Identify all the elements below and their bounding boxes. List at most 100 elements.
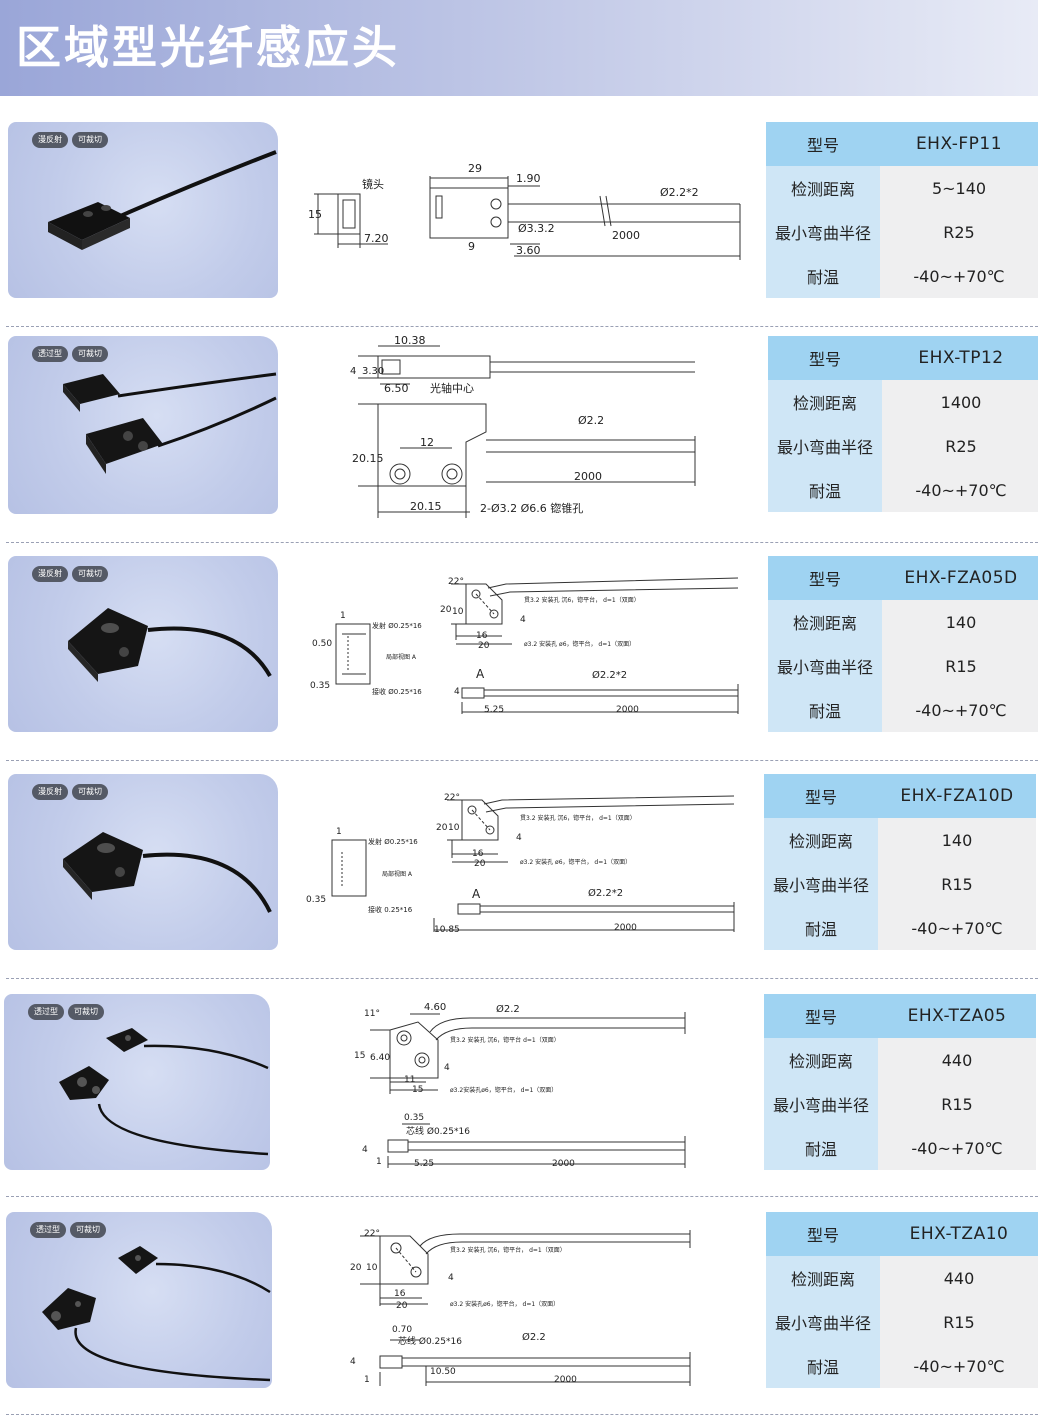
product-photo: 透过型 可裁切 <box>6 1212 272 1388</box>
dim-5-25: 5.25 <box>414 1159 434 1169</box>
spec-model: EHX-FP11 <box>880 122 1038 166</box>
dim-phi-2-2: Ø2.2*2 <box>592 669 627 681</box>
spec-distance: 140 <box>882 600 1038 644</box>
drawing-svg: 29 1.90 15 镜头 7.20 9 3.60 Ø3.3.2 Ø2.2*2 … <box>308 162 741 260</box>
sensor-illustration <box>42 1246 271 1382</box>
dim-10: 10 <box>366 1263 378 1273</box>
spec-distance: 140 <box>878 818 1036 862</box>
tag-group: 透过型 可裁切 <box>30 1222 106 1238</box>
dimension-drawing: 22° 20 10 16 20 4 贯3.2 安装孔 沉6，锪平台， d=1（双… <box>306 564 742 734</box>
dim-20: 20 <box>440 605 452 615</box>
spec-key-temp: 耐温 <box>768 468 882 512</box>
spec-key-model: 型号 <box>766 122 880 166</box>
dim-angle: 22° <box>364 1229 380 1239</box>
product-row-2: 透过型 可裁切 1 <box>0 334 1038 518</box>
spec-key-distance: 检测距离 <box>764 1038 878 1082</box>
spec-bend: R15 <box>878 862 1036 906</box>
spec-key-temp: 耐温 <box>766 254 880 298</box>
tag-group: 漫反射 可裁切 <box>32 132 108 148</box>
dim-15: 15 <box>308 208 322 221</box>
dimension-drawing: 22° 20 10 16 20 4 贯3.2 安装孔 沉6，锪平台， d=1（双… <box>340 1216 696 1396</box>
dim-20b: 20 <box>396 1301 408 1311</box>
label-view: 局部视图 A <box>382 870 413 878</box>
drawing-svg: 22° 20 10 16 20 4 贯3.2 安装孔 沉6，锪平台， d=1（双… <box>306 793 735 935</box>
product-photo: 透过型 可裁切 <box>8 336 278 514</box>
dim-6-50: 6.50 <box>384 382 409 395</box>
dim-29: 29 <box>468 162 482 175</box>
sensor-illustration <box>68 608 272 682</box>
spec-temp: -40~+70℃ <box>878 906 1036 950</box>
spec-key-temp: 耐温 <box>766 1344 880 1388</box>
label-lens: 镜头 <box>362 177 384 191</box>
spec-model: EHX-TP12 <box>882 336 1038 380</box>
dim-2000: 2000 <box>554 1375 577 1385</box>
spec-key-bend: 最小弯曲半径 <box>764 862 878 906</box>
dimension-drawing: 22° 20 10 16 20 4 贯3.2 安装孔 沉6，锪平台， d=1（双… <box>302 782 738 952</box>
dim-phi-2-2: Ø2.2*2 <box>660 186 699 199</box>
product-photo: 漫反射 可裁切 <box>8 122 278 298</box>
dim-10: 10 <box>448 823 460 833</box>
spec-temp: -40~+70℃ <box>880 254 1038 298</box>
product-row-5: 透过型 可裁切 11° 4.60 <box>0 992 1038 1174</box>
dim-1: 1 <box>336 827 342 837</box>
dim-1: 1 <box>340 611 346 621</box>
label-recv: 接收 Ø0.25*16 <box>372 687 422 696</box>
product-row-1: 漫反射 可裁切 29 1.90 <box>0 120 1038 302</box>
dim-20-15: 20.15 <box>410 500 442 513</box>
tag-type: 漫反射 <box>32 566 68 582</box>
dim-2000: 2000 <box>552 1159 575 1169</box>
dim-0-70: 0.70 <box>392 1325 412 1335</box>
dim-20: 20 <box>350 1263 362 1273</box>
spec-key-bend: 最小弯曲半径 <box>768 644 882 688</box>
spec-model: EHX-TZA05 <box>878 994 1036 1038</box>
spec-key-distance: 检测距离 <box>766 1256 880 1300</box>
dim-phi-2-2: Ø2.2 <box>578 414 604 427</box>
spec-bend: R15 <box>878 1082 1036 1126</box>
spec-key-model: 型号 <box>766 1212 880 1256</box>
spec-distance: 440 <box>880 1256 1038 1300</box>
dim-20-15-v: 20.15 <box>352 452 384 465</box>
row-divider <box>6 1196 1038 1197</box>
dimension-drawing: 29 1.90 15 镜头 7.20 9 3.60 Ø3.3.2 Ø2.2*2 … <box>300 156 750 270</box>
dim-1: 1 <box>364 1375 370 1385</box>
dim-6-40: 6.40 <box>370 1053 390 1063</box>
drawing-svg: 22° 20 10 16 20 4 贯3.2 安装孔 沉6，锪平台， d=1（双… <box>350 1229 691 1386</box>
dim-4: 4 <box>444 1063 450 1073</box>
spec-temp: -40~+70℃ <box>882 688 1038 732</box>
spec-key-bend: 最小弯曲半径 <box>766 210 880 254</box>
dim-0-35: 0.35 <box>306 895 326 905</box>
dim-11: 11 <box>404 1075 415 1085</box>
note-hole-1: 贯3.2 安装孔 沉6，锪平台， d=1（双面） <box>520 814 636 822</box>
dim-20b: 20 <box>474 859 486 869</box>
spec-model: EHX-FZA10D <box>878 774 1036 818</box>
spec-distance: 1400 <box>882 380 1038 424</box>
spec-key-distance: 检测距离 <box>768 380 882 424</box>
tag-group: 透过型 可裁切 <box>28 1004 104 1020</box>
tag-cut: 可裁切 <box>72 784 108 800</box>
dim-4b: 4 <box>350 1357 356 1367</box>
spec-model: EHX-TZA10 <box>880 1212 1038 1256</box>
dim-3-30: 3.30 <box>362 366 384 377</box>
spec-key-bend: 最小弯曲半径 <box>766 1300 880 1344</box>
spec-key-distance: 检测距离 <box>764 818 878 862</box>
note-hole-1: 贯3.2 安装孔 沉6，锪平台， d=1（双面） <box>524 596 640 604</box>
product-row-6: 透过型 可裁切 22° 20 10 <box>0 1210 1038 1392</box>
spec-key-distance: 检测距离 <box>766 166 880 210</box>
spec-key-temp: 耐温 <box>768 688 882 732</box>
dim-4: 4 <box>516 833 522 843</box>
spec-key-bend: 最小弯曲半径 <box>768 424 882 468</box>
spec-model: EHX-FZA05D <box>882 556 1038 600</box>
dim-angle: 22° <box>448 577 464 587</box>
dim-16: 16 <box>472 849 484 859</box>
spec-bend: R15 <box>880 1300 1038 1344</box>
spec-temp: -40~+70℃ <box>880 1344 1038 1388</box>
dim-15b: 15 <box>412 1085 423 1095</box>
dim-phi-2-2: Ø2.2 <box>522 1331 546 1343</box>
label-recv: 接收 0.25*16 <box>368 905 413 914</box>
sensor-illustration <box>63 372 277 474</box>
